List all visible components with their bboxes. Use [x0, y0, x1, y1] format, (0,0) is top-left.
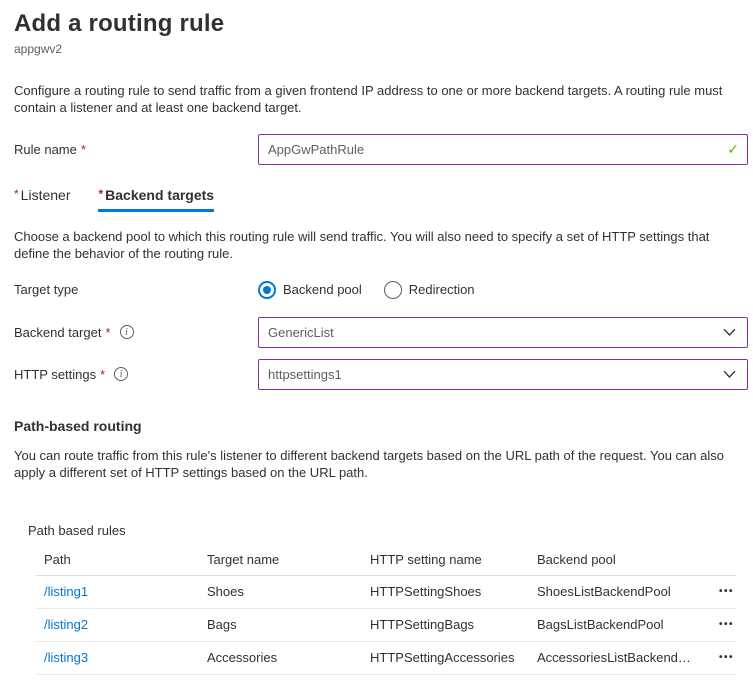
http-settings-value: httpsettings1: [268, 366, 342, 382]
target-name-cell: Shoes: [207, 584, 244, 600]
backend-targets-intro: Choose a backend pool to which this rout…: [14, 229, 710, 262]
target-type-row: Target type Backend pool Redirection: [14, 280, 748, 299]
tab-listener[interactable]: *Listener: [14, 187, 70, 212]
tab-backend-targets-label: Backend targets: [105, 187, 215, 204]
radio-redirection-label: Redirection: [408, 282, 475, 298]
http-setting-name-cell: HTTPSettingBags: [370, 617, 475, 633]
valid-check-icon: ✓: [727, 141, 739, 158]
backend-target-row: Backend target * i GenericList: [14, 316, 748, 348]
path-rules-table: Path Target name HTTP setting name Backe…: [36, 544, 736, 675]
backend-target-label-text: Backend target: [14, 324, 102, 340]
http-settings-label-text: HTTP settings: [14, 366, 97, 382]
radio-unselected-icon: [383, 280, 402, 299]
page-title: Add a routing rule: [14, 10, 225, 37]
info-icon[interactable]: i: [114, 367, 129, 382]
target-name-cell: Accessories: [207, 650, 278, 666]
row-menu-ellipsis-button[interactable]: •••: [718, 651, 734, 663]
path-link[interactable]: /listing3: [44, 650, 89, 666]
intro-text: Configure a routing rule to send traffic…: [14, 83, 723, 116]
rule-name-row: Rule name * ✓: [14, 134, 748, 166]
row-menu-ellipsis-button[interactable]: •••: [718, 585, 734, 597]
backend-pool-cell: ShoesListBackendPool: [537, 584, 671, 600]
column-header-target-name: Target name: [207, 551, 280, 567]
required-asterisk: *: [105, 324, 111, 340]
tab-bar: *Listener *Backend targets: [14, 187, 748, 213]
required-asterisk: *: [100, 366, 106, 382]
required-asterisk: *: [80, 142, 86, 158]
column-header-http-setting-name: HTTP setting name: [370, 551, 482, 567]
table-header-row: Path Target name HTTP setting name Backe…: [36, 544, 736, 576]
chevron-down-icon: [723, 370, 736, 378]
radio-redirection[interactable]: Redirection: [383, 280, 475, 299]
rule-name-field: ✓: [258, 134, 748, 166]
tab-backend-targets[interactable]: *Backend targets: [98, 187, 215, 213]
path-link[interactable]: /listing2: [44, 617, 89, 633]
backend-pool-cell: AccessoriesListBackendP...: [537, 650, 696, 666]
target-type-radio-group: Backend pool Redirection: [258, 280, 475, 299]
backend-target-select[interactable]: GenericList: [258, 316, 748, 348]
path-based-rules-label: Path based rules: [28, 522, 126, 538]
rule-name-label-text: Rule name: [14, 142, 77, 158]
path-based-routing-description: You can route traffic from this rule's l…: [14, 447, 724, 480]
table-row: /listing1 Shoes HTTPSettingShoes ShoesLi…: [36, 576, 736, 609]
radio-selected-icon: [258, 280, 276, 299]
radio-backend-pool-label: Backend pool: [283, 282, 362, 298]
column-header-backend-pool: Backend pool: [537, 551, 616, 567]
target-name-cell: Bags: [207, 617, 237, 633]
http-setting-name-cell: HTTPSettingShoes: [370, 584, 482, 600]
add-routing-rule-blade: Add a routing rule appgwv2 Configure a r…: [0, 0, 753, 675]
table-row: /listing3 Accessories HTTPSettingAccesso…: [36, 642, 736, 675]
column-header-path: Path: [44, 551, 71, 567]
row-menu-ellipsis-button[interactable]: •••: [718, 618, 734, 630]
http-settings-label: HTTP settings * i: [14, 367, 258, 382]
table-row: /listing2 Bags HTTPSettingBags BagsListB…: [36, 609, 736, 642]
path-based-routing-heading: Path-based routing: [14, 417, 142, 434]
rule-name-input[interactable]: [258, 134, 748, 166]
target-type-label: Target type: [14, 282, 79, 298]
path-link[interactable]: /listing1: [44, 584, 89, 600]
backend-target-label: Backend target * i: [14, 325, 258, 340]
tab-listener-label: Listener: [20, 187, 71, 204]
radio-backend-pool[interactable]: Backend pool: [258, 280, 362, 299]
rule-name-label: Rule name *: [14, 142, 258, 157]
chevron-down-icon: [723, 328, 736, 336]
info-icon[interactable]: i: [119, 325, 134, 340]
required-asterisk: *: [98, 187, 104, 202]
http-settings-select[interactable]: httpsettings1: [258, 358, 748, 390]
backend-pool-cell: BagsListBackendPool: [537, 617, 664, 633]
http-setting-name-cell: HTTPSettingAccessories: [370, 650, 515, 666]
backend-target-value: GenericList: [268, 324, 334, 340]
required-asterisk: *: [14, 187, 19, 202]
http-settings-row: HTTP settings * i httpsettings1: [14, 358, 748, 390]
page-subtitle: appgwv2: [14, 42, 63, 56]
